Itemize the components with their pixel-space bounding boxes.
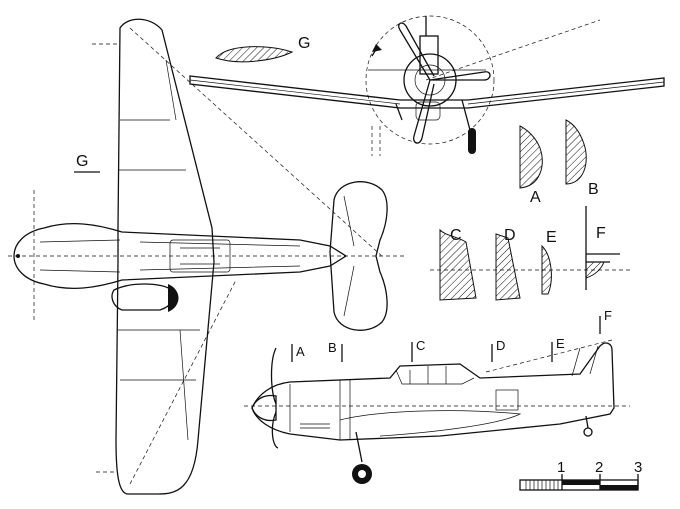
plan-view: G bbox=[8, 18, 406, 495]
section-label-d: D bbox=[504, 227, 516, 244]
plan-wing bbox=[115, 18, 215, 495]
plan-radiator bbox=[111, 283, 175, 311]
station-label-d: D bbox=[496, 338, 505, 353]
section-label-a: A bbox=[530, 189, 541, 206]
section-label-c: C bbox=[450, 227, 462, 244]
station-label-b: B bbox=[328, 340, 337, 355]
section-label-b: B bbox=[588, 181, 599, 198]
scale-label-2: 2 bbox=[595, 459, 603, 476]
station-label-a: A bbox=[296, 344, 305, 359]
scale-label-3: 3 bbox=[634, 459, 642, 476]
scale-bar: 1 2 3 bbox=[519, 459, 642, 491]
side-view: A B C D E F bbox=[244, 308, 630, 484]
section-label-e: E bbox=[546, 229, 557, 246]
station-markers: A B C D E F bbox=[291, 308, 612, 362]
front-view bbox=[189, 15, 665, 156]
station-label-e: E bbox=[556, 336, 565, 351]
scale-label-1: 1 bbox=[557, 459, 565, 476]
section-label-f: F bbox=[596, 225, 606, 242]
station-label-c: C bbox=[416, 338, 425, 353]
section-label-g: G bbox=[298, 35, 310, 52]
station-label-f: F bbox=[604, 308, 612, 323]
airfoil-section-g: G bbox=[215, 35, 310, 63]
section-details: A B C D E F bbox=[430, 119, 630, 301]
front-wing bbox=[189, 75, 665, 109]
section-mark-g-plan: G bbox=[76, 153, 88, 170]
side-fuselage bbox=[251, 342, 615, 441]
